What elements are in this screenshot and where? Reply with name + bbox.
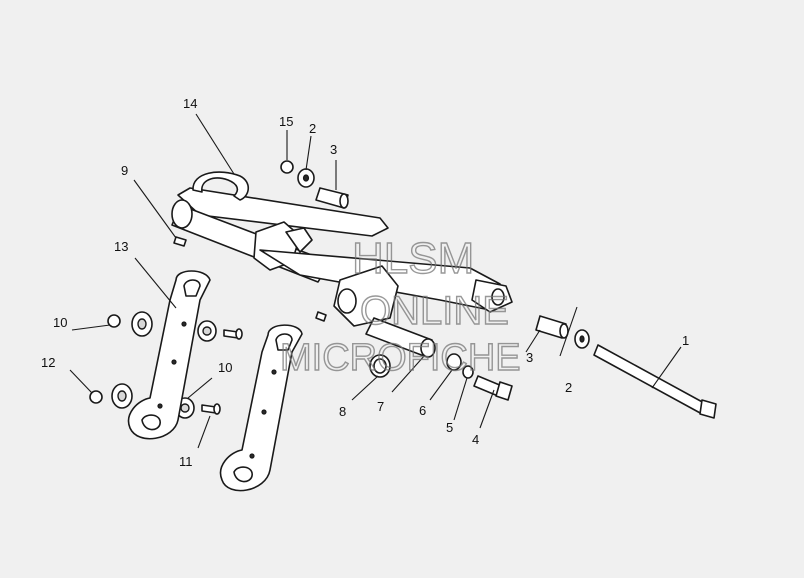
callout-10-left: 10 <box>53 315 67 330</box>
washer-5 <box>462 365 474 379</box>
callout-1: 1 <box>682 333 689 348</box>
watermark: HLSM ONLINE MICROFICHE <box>279 233 521 379</box>
hardware <box>89 160 717 419</box>
callout-3-top: 3 <box>330 142 337 157</box>
watermark-line3: MICROFICHE <box>280 337 521 379</box>
pivot-hole <box>337 288 357 314</box>
long-bolt-head <box>699 399 717 419</box>
tube-end-left <box>171 199 193 229</box>
arm-end-hole <box>491 288 505 306</box>
callout-8: 8 <box>339 404 346 419</box>
fitting-small <box>315 311 327 322</box>
handle-loop <box>192 171 250 201</box>
callout-10-right: 10 <box>218 360 232 375</box>
callout-labels: 1 2 2 3 3 4 5 6 7 8 9 10 10 11 12 13 14 … <box>41 96 689 469</box>
callout-6: 6 <box>419 403 426 418</box>
callout-12: 12 <box>41 355 55 370</box>
callout-2-right: 2 <box>565 380 572 395</box>
callout-15: 15 <box>279 114 293 129</box>
link-right <box>219 324 303 492</box>
callout-7: 7 <box>377 399 384 414</box>
front-tube-end <box>420 338 436 358</box>
callout-5: 5 <box>446 420 453 435</box>
link-left <box>127 270 211 440</box>
fitting-9 <box>173 236 187 247</box>
watermark-line2: ONLINE <box>360 289 509 333</box>
nut-15 <box>280 160 294 174</box>
bolt-4-head <box>495 381 513 401</box>
leader-lines <box>69 113 682 449</box>
long-bolt-1 <box>593 344 707 415</box>
washer-6 <box>446 353 462 371</box>
callout-4: 4 <box>472 432 479 447</box>
watermark-line1: HLSM <box>352 234 474 283</box>
callout-13: 13 <box>114 239 128 254</box>
nut-12 <box>89 390 103 404</box>
callout-14: 14 <box>183 96 197 111</box>
callout-2-top: 2 <box>309 121 316 136</box>
nut-10-upper <box>107 314 121 328</box>
callout-9: 9 <box>121 163 128 178</box>
callout-3-right: 3 <box>526 350 533 365</box>
callout-11: 11 <box>179 454 193 469</box>
tube-clamp-ear <box>285 227 313 253</box>
